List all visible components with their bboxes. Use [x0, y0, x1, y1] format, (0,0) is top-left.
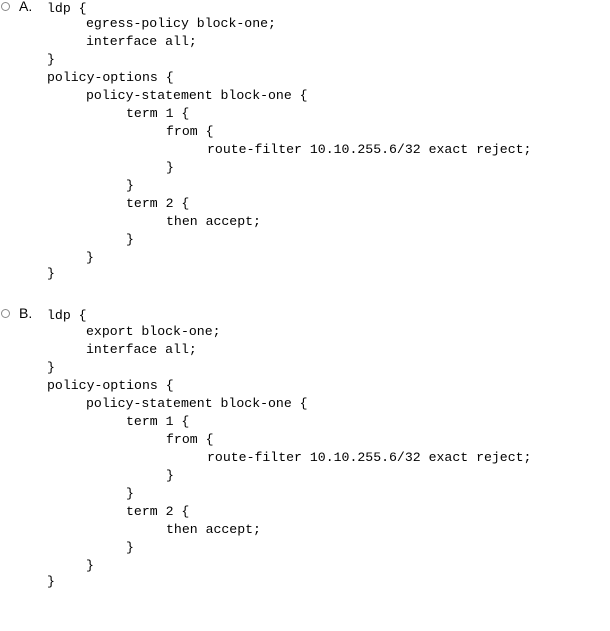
code-line: route-filter 10.10.255.6/32 exact reject…: [207, 450, 532, 465]
code-line: interface all;: [86, 342, 197, 357]
code-line: interface all;: [86, 34, 197, 49]
code-line: ldp {: [47, 308, 87, 323]
code-line: }: [47, 52, 55, 67]
code-line: }: [86, 558, 94, 573]
code-line: }: [47, 360, 55, 375]
code-line: }: [126, 486, 134, 501]
code-line: }: [166, 468, 174, 483]
code-line: }: [126, 540, 134, 555]
code-line: }: [47, 574, 55, 589]
code-line: from {: [166, 432, 214, 447]
code-line: term 2 {: [126, 504, 190, 519]
code-line: from {: [166, 124, 214, 139]
code-line: policy-statement block-one {: [86, 88, 308, 103]
code-line: }: [47, 266, 55, 281]
code-line: then accept;: [166, 214, 261, 229]
code-line: term 2 {: [126, 196, 190, 211]
code-line: }: [126, 232, 134, 247]
code-line: egress-policy block-one;: [86, 16, 276, 31]
code-line: ldp {: [47, 1, 87, 16]
code-line: export block-one;: [86, 324, 221, 339]
code-line: then accept;: [166, 522, 261, 537]
code-line: }: [166, 160, 174, 175]
radio-button-b[interactable]: [1, 309, 10, 318]
code-line: route-filter 10.10.255.6/32 exact reject…: [207, 142, 532, 157]
option-letter-b: B.: [19, 305, 33, 321]
code-line: policy-options {: [47, 378, 174, 393]
option-letter-a: A.: [19, 0, 33, 14]
code-line: }: [126, 178, 134, 193]
code-line: policy-options {: [47, 70, 174, 85]
code-line: }: [86, 250, 94, 265]
radio-button-a[interactable]: [1, 2, 10, 11]
config-code-block-b: ldp { export block-one; interface all; }…: [0, 307, 531, 631]
code-line: policy-statement block-one {: [86, 396, 308, 411]
code-line: term 1 {: [126, 106, 190, 121]
code-line: term 1 {: [126, 414, 190, 429]
config-code-block-a: ldp { egress-policy block-one; interface…: [0, 0, 531, 324]
